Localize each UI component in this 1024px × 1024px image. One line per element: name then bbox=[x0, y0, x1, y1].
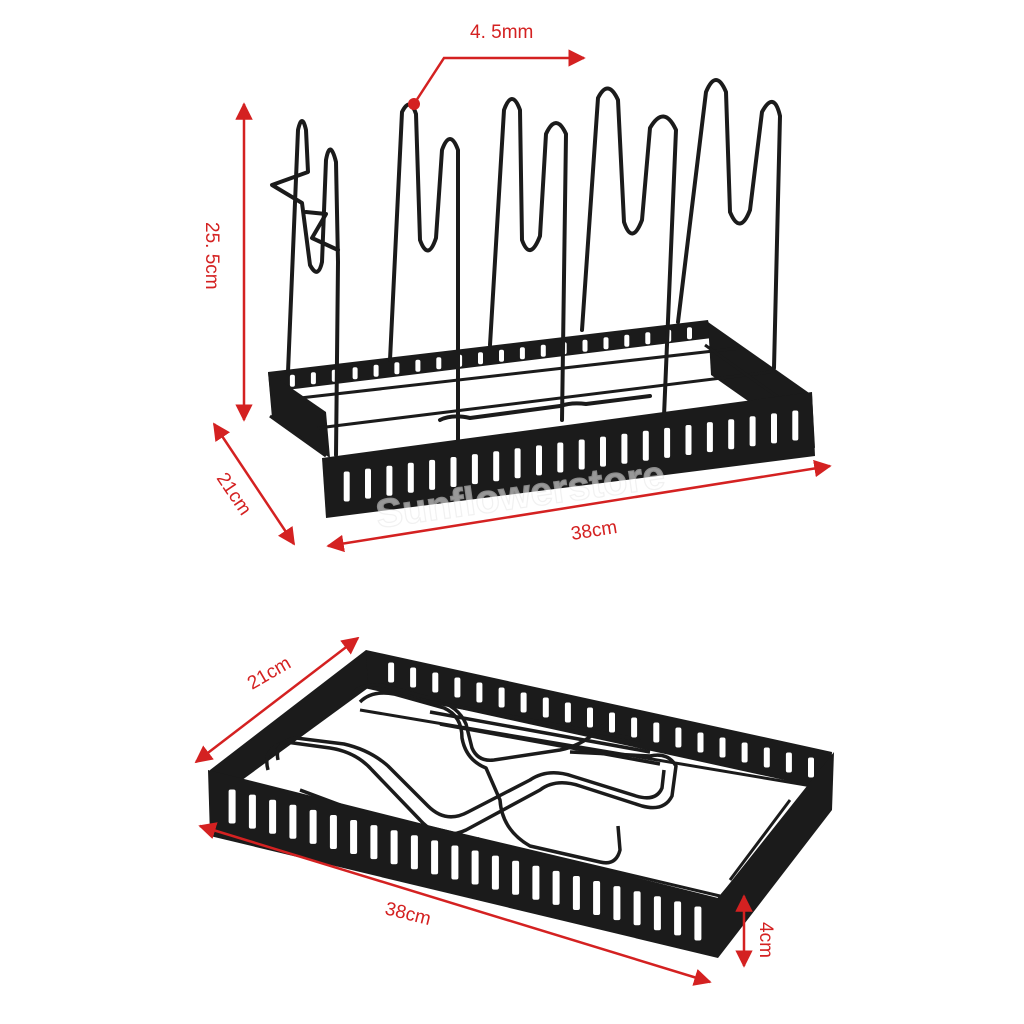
height-label: 25. 5cm bbox=[201, 222, 222, 290]
slot-cutout bbox=[587, 707, 593, 728]
base-height-label: 4cm bbox=[755, 922, 776, 958]
slot-cutout bbox=[289, 804, 297, 839]
slot-cutout bbox=[390, 830, 398, 865]
slot-cutout bbox=[771, 413, 777, 444]
slot-cutout bbox=[373, 364, 379, 377]
slot-cutout bbox=[512, 860, 520, 895]
slot-cutout bbox=[674, 901, 682, 936]
slot-cutout bbox=[542, 697, 549, 718]
bottom-rack-back-panel bbox=[364, 650, 832, 790]
slot-cutout bbox=[664, 427, 671, 458]
slot-cutout bbox=[476, 682, 483, 703]
length-arrow bbox=[326, 459, 832, 553]
slot-cutout bbox=[687, 327, 692, 340]
slot-cutout bbox=[582, 339, 588, 352]
slot-cutout bbox=[228, 789, 236, 824]
slot-cutout bbox=[728, 419, 735, 450]
wire-diameter-dot bbox=[408, 98, 420, 110]
slot-cutout bbox=[593, 881, 601, 915]
top-rack-photo bbox=[268, 78, 815, 518]
slot-cutout bbox=[749, 416, 756, 447]
slot-cutout bbox=[410, 835, 418, 870]
slot-cutout bbox=[309, 809, 317, 844]
slot-cutout bbox=[694, 906, 702, 941]
slot-cutout bbox=[478, 352, 483, 365]
slot-cutout bbox=[645, 332, 651, 345]
slot-cutout bbox=[410, 667, 417, 688]
wire-diameter-label: 4. 5mm bbox=[470, 22, 533, 43]
top-rack-back-slots bbox=[289, 327, 692, 387]
slot-cutout bbox=[343, 471, 350, 502]
slot-cutout bbox=[370, 825, 378, 860]
bottom-dimension-lines bbox=[194, 636, 753, 986]
slot-cutout bbox=[498, 687, 505, 708]
slot-cutout bbox=[248, 794, 256, 829]
slot-cutout bbox=[792, 410, 799, 441]
slot-cutout bbox=[310, 372, 316, 385]
slot-cutout bbox=[631, 717, 638, 738]
slot-cutout bbox=[763, 747, 770, 768]
slot-cutout bbox=[642, 430, 649, 461]
slot-cutout bbox=[415, 359, 421, 372]
slot-cutout bbox=[471, 850, 479, 885]
top-dimension-lines bbox=[212, 49, 832, 553]
bottom-depth-arrow bbox=[194, 636, 360, 764]
slot-cutout bbox=[808, 757, 814, 778]
length-label: 38cm bbox=[569, 517, 618, 545]
slot-cutout bbox=[624, 334, 630, 347]
slot-cutout bbox=[519, 347, 525, 360]
wire-diameter-pointer bbox=[412, 49, 586, 105]
slot-cutout bbox=[719, 737, 726, 758]
slot-cutout bbox=[491, 855, 499, 890]
slot-cutout bbox=[394, 362, 400, 375]
bottom-length-label: 38cm bbox=[383, 898, 433, 930]
slot-cutout bbox=[653, 722, 660, 743]
slot-cutout bbox=[741, 742, 748, 763]
slot-cutout bbox=[499, 349, 504, 362]
slot-cutout bbox=[675, 727, 682, 748]
bottom-depth-label: 21cm bbox=[244, 653, 295, 694]
slot-cutout bbox=[532, 865, 540, 900]
slot-cutout bbox=[329, 815, 337, 849]
slot-cutout bbox=[350, 820, 358, 854]
bottom-rack-photo bbox=[208, 650, 834, 958]
slot-cutout bbox=[685, 425, 692, 455]
slot-cutout bbox=[388, 662, 395, 683]
slot-cutout bbox=[451, 845, 459, 880]
slot-cutout bbox=[600, 436, 606, 467]
slot-cutout bbox=[552, 870, 560, 905]
slot-cutout bbox=[633, 891, 641, 926]
slot-cutout bbox=[613, 886, 621, 921]
slot-cutout bbox=[520, 692, 527, 713]
slot-cutout bbox=[431, 840, 439, 875]
slot-cutout bbox=[540, 344, 546, 357]
slot-cutout bbox=[706, 422, 713, 453]
bottom-length-arrow bbox=[198, 822, 712, 986]
slot-cutout bbox=[432, 672, 439, 693]
slot-cutout bbox=[269, 799, 277, 834]
bottom-rack-back-slots bbox=[388, 662, 814, 778]
slot-cutout bbox=[436, 357, 442, 370]
slot-cutout bbox=[653, 896, 661, 931]
slot-cutout bbox=[609, 712, 615, 733]
top-rack-back-panel bbox=[268, 320, 712, 458]
slot-cutout bbox=[697, 732, 704, 753]
slot-cutout bbox=[365, 468, 371, 499]
slot-cutout bbox=[564, 702, 571, 723]
slot-cutout bbox=[603, 337, 609, 350]
slot-cutout bbox=[352, 367, 358, 380]
top-rack-dividers bbox=[270, 78, 782, 457]
slot-cutout bbox=[621, 433, 628, 464]
slot-cutout bbox=[572, 876, 580, 910]
slot-cutout bbox=[454, 677, 461, 698]
depth-arrow bbox=[212, 422, 296, 546]
slot-cutout bbox=[785, 752, 792, 773]
slot-cutout bbox=[289, 374, 295, 387]
